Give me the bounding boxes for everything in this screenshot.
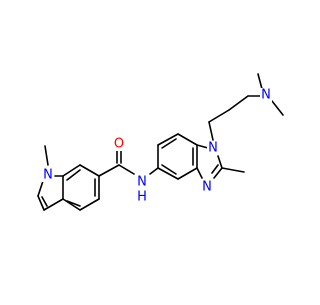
atom-label-background <box>207 141 219 155</box>
atom-label-background <box>136 190 148 204</box>
bond <box>118 164 135 175</box>
atom-label-h-amide: H <box>137 190 147 205</box>
bond <box>37 180 44 197</box>
bond <box>62 164 81 177</box>
atom-label-o-carbonyl: O <box>114 137 124 152</box>
bond <box>196 144 209 149</box>
bond <box>161 138 177 149</box>
bond <box>41 196 48 207</box>
atom-label-background <box>113 137 125 151</box>
bond <box>208 121 214 141</box>
bond <box>271 100 284 116</box>
bond <box>79 198 100 211</box>
bond <box>217 155 223 169</box>
bond <box>157 133 179 146</box>
bond <box>44 145 49 166</box>
bond <box>196 167 203 179</box>
bond <box>79 164 100 177</box>
bond <box>66 200 81 207</box>
atom-label-n-amide: N <box>137 175 147 190</box>
atom-label-n-amine: N <box>261 88 271 103</box>
atom-label-background <box>136 175 148 189</box>
bond <box>149 167 159 175</box>
atom-label-background <box>42 168 54 182</box>
bond <box>257 73 263 90</box>
atom-label-background <box>201 180 213 194</box>
atom-label-n-indole: N <box>43 168 53 183</box>
bond <box>66 169 81 181</box>
bond <box>37 195 45 211</box>
bond <box>228 95 249 111</box>
atom-label-n-bzim-3: N <box>202 180 212 195</box>
bond <box>161 164 177 175</box>
bond <box>221 167 245 173</box>
bond <box>208 109 230 123</box>
bond <box>98 164 120 177</box>
atom-label-background <box>260 88 272 102</box>
bond <box>177 133 198 146</box>
bond <box>62 198 81 211</box>
bond <box>211 164 219 174</box>
atom-label-n-bzim-1: N <box>208 141 218 156</box>
bond <box>213 167 223 179</box>
bond <box>157 167 179 180</box>
bond <box>177 167 198 180</box>
bond <box>43 198 64 211</box>
